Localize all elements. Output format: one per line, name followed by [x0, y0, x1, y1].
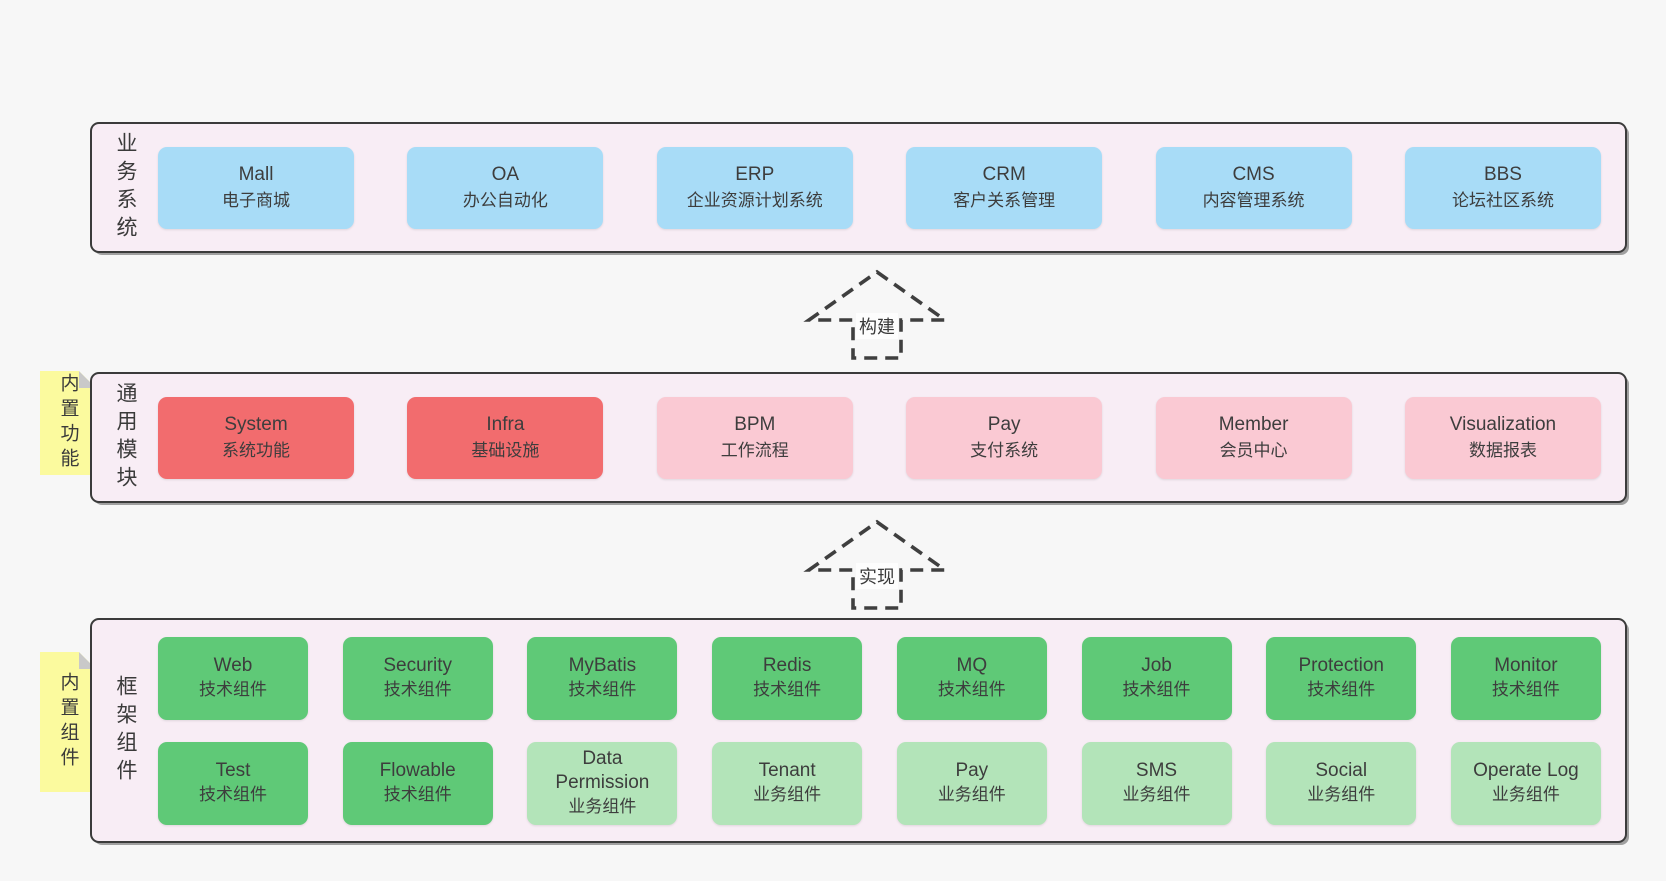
dashed-up-arrow-icon: [803, 519, 951, 610]
box-tenant: Tenant 业务组件: [712, 741, 863, 825]
dashed-up-arrow-icon: [803, 269, 951, 360]
architecture-diagram: 业务系统 Mall 电子商城 OA 办公自动化 ERP 企业资源计划系统 CRM…: [0, 122, 1627, 843]
gap-build: 构建: [90, 253, 1627, 372]
layer-label-framework-components: 框架组件: [114, 674, 137, 787]
box-mybatis: MyBatis 技术组件: [527, 636, 678, 720]
layer-common-modules: 内置功能 通用模块 System 系统功能 Infra 基础设施 BPM 工作流…: [90, 372, 1627, 503]
box-oa: OA 办公自动化: [407, 146, 604, 229]
box-job: Job 技术组件: [1081, 636, 1232, 720]
box-system: System 系统功能: [158, 396, 354, 479]
box-bpm: BPM 工作流程: [656, 396, 853, 479]
arrow-build: 构建: [802, 269, 952, 361]
box-data-permission: Data Permission 业务组件: [527, 741, 678, 825]
box-bbs: BBS 论坛社区系统: [1404, 146, 1601, 229]
box-web: Web 技术组件: [158, 636, 308, 720]
box-operate-log: Operate Log 业务组件: [1450, 741, 1601, 825]
box-security: Security 技术组件: [342, 636, 493, 720]
box-social: Social 业务组件: [1266, 741, 1417, 825]
box-pay-module: Pay 支付系统: [906, 396, 1103, 479]
layer-label-common-modules: 通用模块: [114, 381, 137, 494]
box-redis: Redis 技术组件: [712, 636, 863, 720]
common-modules-boxes: System 系统功能 Infra 基础设施 BPM 工作流程 Pay 支付系统…: [154, 374, 1625, 501]
box-erp: ERP 企业资源计划系统: [656, 146, 853, 229]
arrow-build-label: 构建: [856, 313, 898, 339]
sticky-note-built-in-components: 内置组件: [40, 652, 96, 792]
box-mall: Mall 电子商城: [158, 146, 354, 229]
layer-business-systems: 业务系统 Mall 电子商城 OA 办公自动化 ERP 企业资源计划系统 CRM…: [90, 122, 1627, 253]
gap-implement: 实现: [90, 503, 1627, 618]
sticky-note-built-in-features: 内置功能: [40, 371, 96, 475]
arrow-implement-label: 实现: [856, 563, 898, 589]
layer-framework-components: 内置组件 框架组件 Web 技术组件 Security 技术组件 MyBatis…: [90, 618, 1627, 843]
box-member: Member 会员中心: [1155, 396, 1352, 479]
box-monitor: Monitor 技术组件: [1450, 636, 1601, 720]
box-pay-component: Pay 业务组件: [896, 741, 1047, 825]
layer-label-business-systems: 业务系统: [114, 131, 137, 244]
box-flowable: Flowable 技术组件: [342, 741, 493, 825]
framework-components-boxes: Web 技术组件 Security 技术组件 MyBatis 技术组件 Redi…: [154, 620, 1625, 841]
box-sms: SMS 业务组件: [1081, 741, 1232, 825]
arrow-implement: 实现: [802, 519, 952, 611]
box-visualization: Visualization 数据报表: [1404, 396, 1601, 479]
box-cms: CMS 内容管理系统: [1155, 146, 1352, 229]
box-test: Test 技术组件: [158, 741, 308, 825]
box-infra: Infra 基础设施: [407, 396, 604, 479]
business-systems-boxes: Mall 电子商城 OA 办公自动化 ERP 企业资源计划系统 CRM 客户关系…: [154, 124, 1625, 251]
box-crm: CRM 客户关系管理: [906, 146, 1103, 229]
box-mq: MQ 技术组件: [896, 636, 1047, 720]
box-protection: Protection 技术组件: [1266, 636, 1417, 720]
